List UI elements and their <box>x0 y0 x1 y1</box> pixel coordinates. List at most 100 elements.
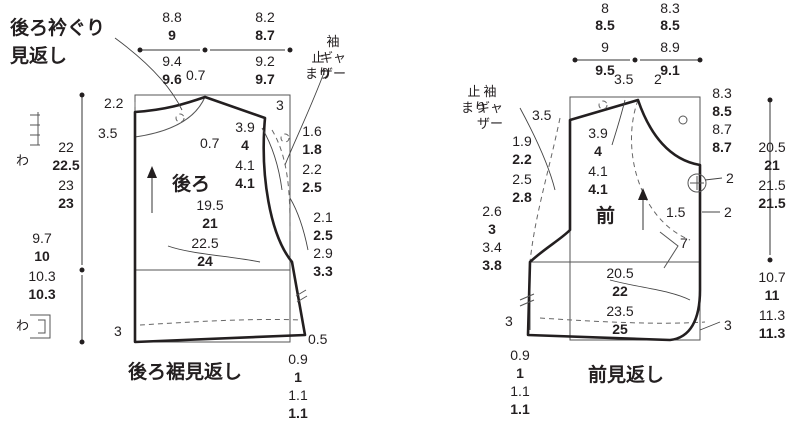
back-neck-width-l: 9.4 <box>162 53 182 69</box>
back-fold-label-2: わ <box>16 318 29 333</box>
back-hem-width-l: 1.1 <box>288 387 308 403</box>
front-sleeve-stop-5: まり <box>461 100 487 115</box>
back-shoulder-slope: 3 <box>276 97 284 113</box>
back-notch-circle <box>175 113 185 123</box>
back-gather-1-m: 4 <box>241 137 249 153</box>
back-length-s: 22 <box>58 139 74 155</box>
front-hem-width-s: 0.9 <box>510 347 530 363</box>
front-gather-2-l: 2.5 <box>512 171 532 187</box>
front-button-offset: 1.5 <box>666 204 686 220</box>
front-length-m: 21 <box>764 157 780 173</box>
front-gather-2-s: 1.9 <box>512 133 532 149</box>
back-gather-1-ll: 4.1 <box>235 175 255 191</box>
front-hem-facing-dash <box>539 317 706 324</box>
back-dim-dot-2 <box>79 267 85 273</box>
back-bust-m: 21 <box>202 215 218 231</box>
back-neck-drop: 2.2 <box>104 95 124 111</box>
back-neck-curve-2: 0.7 <box>200 135 220 151</box>
front-gather-3-ll: 3.8 <box>482 257 502 273</box>
front-gather-2-m: 2.2 <box>512 151 532 167</box>
front-dim-dot-2 <box>767 257 773 263</box>
front-facing-dash <box>631 99 691 241</box>
back-title-line1: 後ろ衿ぐり <box>10 16 105 39</box>
back-hem-length-s: 9.7 <box>32 230 52 246</box>
back-sleeve-stop-2: ギャ <box>320 50 346 65</box>
front-shoulder-drop-m: 8.5 <box>712 103 732 119</box>
back-title-leader <box>114 37 183 111</box>
back-fold-mark <box>30 112 40 146</box>
front-hem-facing-right: 3 <box>724 317 732 333</box>
back-dim-dot-3 <box>79 339 85 345</box>
front-bust-s: 20.5 <box>606 265 633 281</box>
front-neck-width-s: 8 <box>601 0 609 16</box>
front-facing-label: 前見返し <box>588 363 664 386</box>
back-title-line2: 見返し <box>10 45 67 67</box>
back-hem-width-m: 1 <box>294 369 302 385</box>
front-hem-length-s: 10.7 <box>758 269 785 285</box>
front-button-2: 2 <box>724 204 732 220</box>
front-sleeve-stop-4: 止 <box>467 84 480 99</box>
back-sleeve-stop-3: ザー <box>320 66 346 81</box>
back-hem-facing-line <box>139 318 303 326</box>
front-hem-width-m: 1 <box>516 365 524 381</box>
back-grainline-arrowhead <box>147 166 157 178</box>
back-length-l: 23 <box>58 177 74 193</box>
back-length-m: 22.5 <box>52 157 79 173</box>
front-bust-m: 22 <box>612 283 628 299</box>
front-sleeve-stop-1: 袖 <box>483 84 496 99</box>
back-sleeve-stop-1: 袖 <box>326 34 339 49</box>
front-hem-facing-left: 3 <box>505 313 513 329</box>
front-bust-ll: 25 <box>612 321 628 337</box>
front-notch-circle <box>678 115 688 125</box>
front-dim-dot-5 <box>697 57 703 63</box>
front-button-leader-2 <box>704 177 723 181</box>
front-outline <box>526 98 702 342</box>
back-hem-facing-width: 3 <box>114 323 122 339</box>
back-gather-1-s: 3.9 <box>235 119 255 135</box>
back-shoulder-ll: 9.7 <box>255 71 275 87</box>
front-hem-length-ll: 11.3 <box>759 325 786 341</box>
front-neck-width-m: 8.5 <box>595 17 615 33</box>
back-side-offset: 0.5 <box>308 331 328 347</box>
front-piece-name: 前 <box>596 204 615 227</box>
front-dim-dot <box>767 97 773 103</box>
front-neck-offset: 3.5 <box>614 71 634 87</box>
front-dart-mark: 7 <box>680 235 688 251</box>
back-hem-length-l: 10.3 <box>28 268 55 284</box>
front-neck-width-l: 9 <box>601 39 609 55</box>
back-outline <box>133 95 307 344</box>
back-sleeve-leader <box>284 69 326 166</box>
back-gather-3-s: 2.1 <box>313 209 333 225</box>
front-hem-width-l: 1.1 <box>510 383 530 399</box>
back-neck-curve: 0.7 <box>186 67 206 83</box>
back-sleeve-stop-4: 止 <box>311 50 324 65</box>
front-gather-1-ll: 4.1 <box>588 181 608 197</box>
back-gather-leader <box>261 127 283 191</box>
front-sleeve-stop-3: ザー <box>477 116 503 131</box>
front-hem-notch <box>519 293 535 301</box>
front-dim-dot-3 <box>572 57 578 63</box>
back-neck-facing-line <box>134 96 206 138</box>
front-hem-notch-2 <box>519 299 535 307</box>
back-fold-label: わ <box>16 153 29 168</box>
back-neck-width-s: 8.8 <box>162 9 182 25</box>
front-button: 2 <box>726 170 734 186</box>
back-gather-3-ll: 3.3 <box>313 263 333 279</box>
back-dim-dot <box>79 92 85 98</box>
back-gather-3-m: 2.5 <box>313 227 333 243</box>
back-gather-3-l: 2.9 <box>313 245 333 261</box>
back-gather-2-ll: 2.5 <box>302 179 322 195</box>
back-bust-l: 22.5 <box>191 235 218 251</box>
front-gather-1-s: 3.9 <box>588 125 608 141</box>
back-gather-1-l: 4.1 <box>235 157 255 173</box>
back-shoulder-l: 9.2 <box>255 53 275 69</box>
back-shoulder-m: 8.7 <box>255 27 275 43</box>
back-shoulder-s: 8.2 <box>255 9 275 25</box>
front-hem-length-l: 11.3 <box>759 307 785 323</box>
back-dim-dot-4 <box>137 47 143 53</box>
front-length-ll: 21.5 <box>758 195 785 211</box>
back-facing-width: 3.5 <box>98 125 118 141</box>
front-neck-leader <box>611 99 626 146</box>
back-sleeve-gather-dash <box>271 129 291 236</box>
back-gather-2-s: 1.6 <box>302 123 322 139</box>
